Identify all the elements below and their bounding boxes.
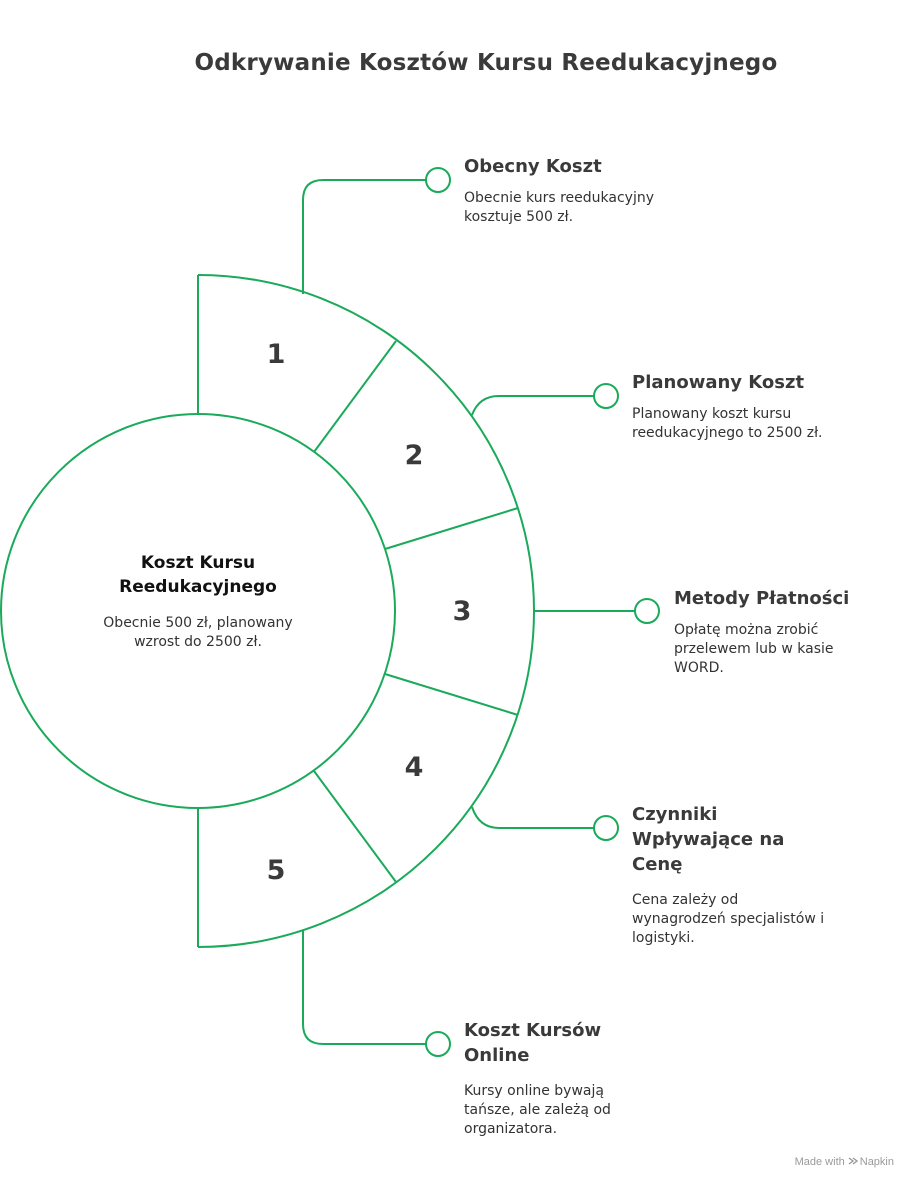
segment-number-2: 2 [405, 440, 424, 471]
connector-dot-2 [593, 383, 619, 409]
footer-brand: Napkin [859, 1156, 894, 1168]
center-circle [0, 413, 396, 809]
item-description: Kursy online bywają tańsze, ale zależą o… [464, 1083, 611, 1137]
connector-5 [302, 930, 426, 1045]
connector-dot-3 [634, 598, 660, 624]
connector-4 [471, 806, 594, 829]
item-description: Planowany koszt kursu reedukacyjnego to … [632, 406, 823, 441]
item-payment-methods: Metody Płatności Opłatę można zrobić prz… [674, 586, 874, 678]
center-description: Obecnie 500 zł, planowany wzrost do 2500… [103, 615, 293, 650]
segment-divider-3 [384, 673, 519, 716]
segment-number-5: 5 [267, 855, 286, 886]
item-description: Obecnie kurs reedukacyjny kosztuje 500 z… [464, 190, 654, 225]
item-planned-cost: Planowany Koszt Planowany koszt kursu re… [632, 370, 827, 443]
segment-divider-4 [313, 770, 397, 883]
connector-dot-4 [593, 815, 619, 841]
footer-made-with: Made with [794, 1156, 845, 1168]
segment-number-1: 1 [267, 339, 286, 370]
segment-divider-1 [313, 340, 397, 453]
item-description: Cena zależy od wynagrodzeń specjalistów … [632, 892, 825, 946]
connector-dot-5 [425, 1031, 451, 1057]
item-title: Czynniki Wpływające na Cenę [632, 804, 785, 875]
footer-credit: Made with Napkin [795, 1156, 894, 1168]
connector-2 [471, 395, 594, 416]
segment-number-4: 4 [405, 752, 424, 783]
item-title: Planowany Koszt [632, 372, 805, 393]
connector-dot-1 [425, 167, 451, 193]
item-current-cost: Obecny Koszt Obecnie kurs reedukacyjny k… [464, 154, 669, 227]
page-title: Odkrywanie Kosztów Kursu Reedukacyjnego [194, 50, 778, 76]
segment-number-3: 3 [453, 596, 472, 627]
item-title: Metody Płatności [674, 588, 850, 609]
segment-divider-2 [384, 507, 519, 550]
connector-1 [302, 179, 426, 294]
item-online-courses: Koszt Kursów Online Kursy online bywają … [464, 1018, 634, 1139]
item-title: Koszt Kursów Online [464, 1020, 602, 1066]
napkin-logo-icon [848, 1157, 858, 1165]
item-title: Obecny Koszt [464, 156, 602, 177]
item-price-factors: Czynniki Wpływające na Cenę Cena zależy … [632, 802, 832, 948]
center-title: Koszt Kursu Reedukacyjnego [119, 553, 277, 597]
item-description: Opłatę można zrobić przelewem lub w kasi… [674, 622, 834, 676]
